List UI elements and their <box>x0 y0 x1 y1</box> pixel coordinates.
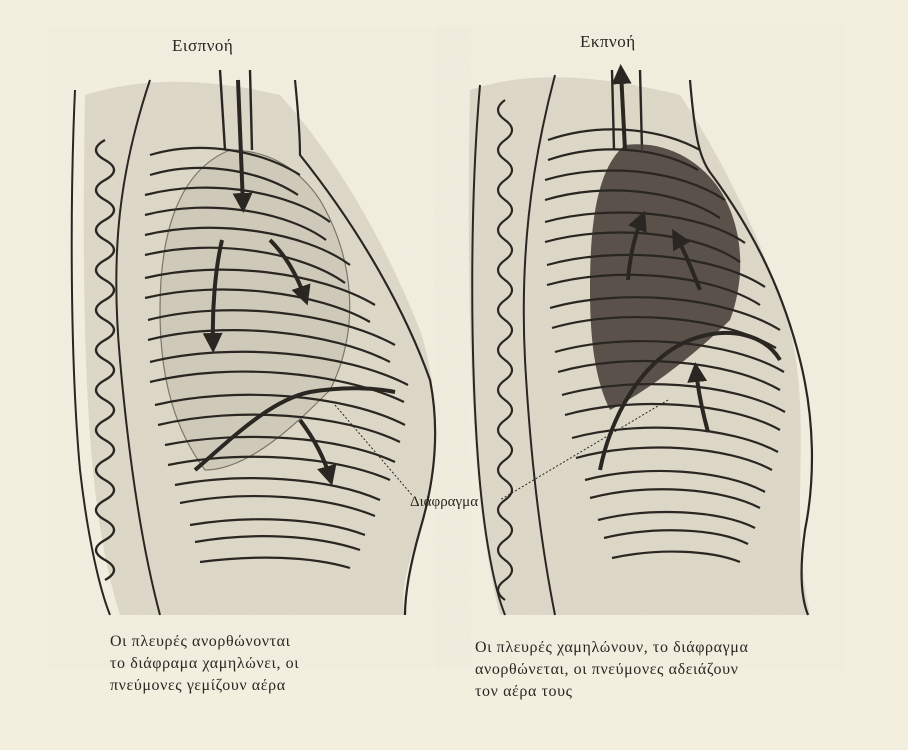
exhale-figure <box>469 70 812 615</box>
exhale-caption-line: ανορθώνεται, οι πνεύμονες αδειάζουν <box>475 659 748 681</box>
diaphragm-label: Διάφραγμα <box>410 494 478 511</box>
inhale-figure <box>72 70 435 615</box>
inhale-title: Εισπνοή <box>172 36 233 56</box>
exhale-caption-line: τον αέρα τους <box>475 681 748 703</box>
inhale-caption-line: πνεύμονες γεμίζουν αέρα <box>110 675 299 697</box>
exhale-title: Εκπνοή <box>580 32 636 52</box>
exhale-caption: Οι πλευρές χαμηλώνουν, το διάφραγμα ανορ… <box>475 637 748 703</box>
inhale-caption-line: το διάφραμα χαμηλώνει, οι <box>110 653 299 675</box>
exhale-caption-line: Οι πλευρές χαμηλώνουν, το διάφραγμα <box>475 637 748 659</box>
inhale-caption-line: Οι πλευρές ανορθώνονται <box>110 631 299 653</box>
inhale-caption: Οι πλευρές ανορθώνονται το διάφραμα χαμη… <box>110 631 299 697</box>
